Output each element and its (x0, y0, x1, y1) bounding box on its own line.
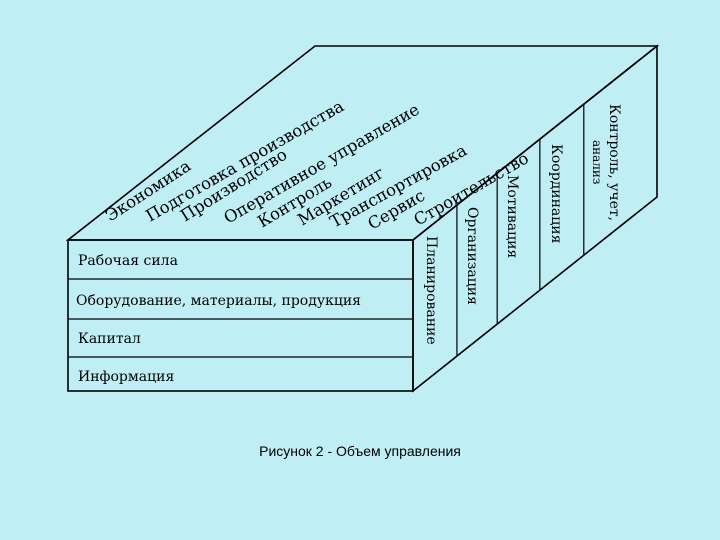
side-label-coordination: Координация (548, 144, 564, 244)
side-face (412, 44, 658, 393)
side-column-dividers (456, 104, 585, 357)
front-row-label-equipment: Оборудование, материалы, продукция (76, 293, 361, 309)
figure-caption: Рисунок 2 - Объем управления (259, 443, 461, 459)
side-label-control-accounting: Контроль, учет, (606, 104, 622, 221)
front-row-label-information: Информация (78, 369, 174, 385)
side-label-analysis: анализ (590, 140, 604, 184)
side-label-organization: Организация (464, 207, 480, 305)
front-row-label-labor: Рабочая сила (78, 253, 178, 269)
front-row-label-capital: Капитал (78, 331, 141, 347)
side-label-planning: Планирование (423, 236, 439, 345)
side-label-motivation: Мотивация (504, 175, 520, 258)
